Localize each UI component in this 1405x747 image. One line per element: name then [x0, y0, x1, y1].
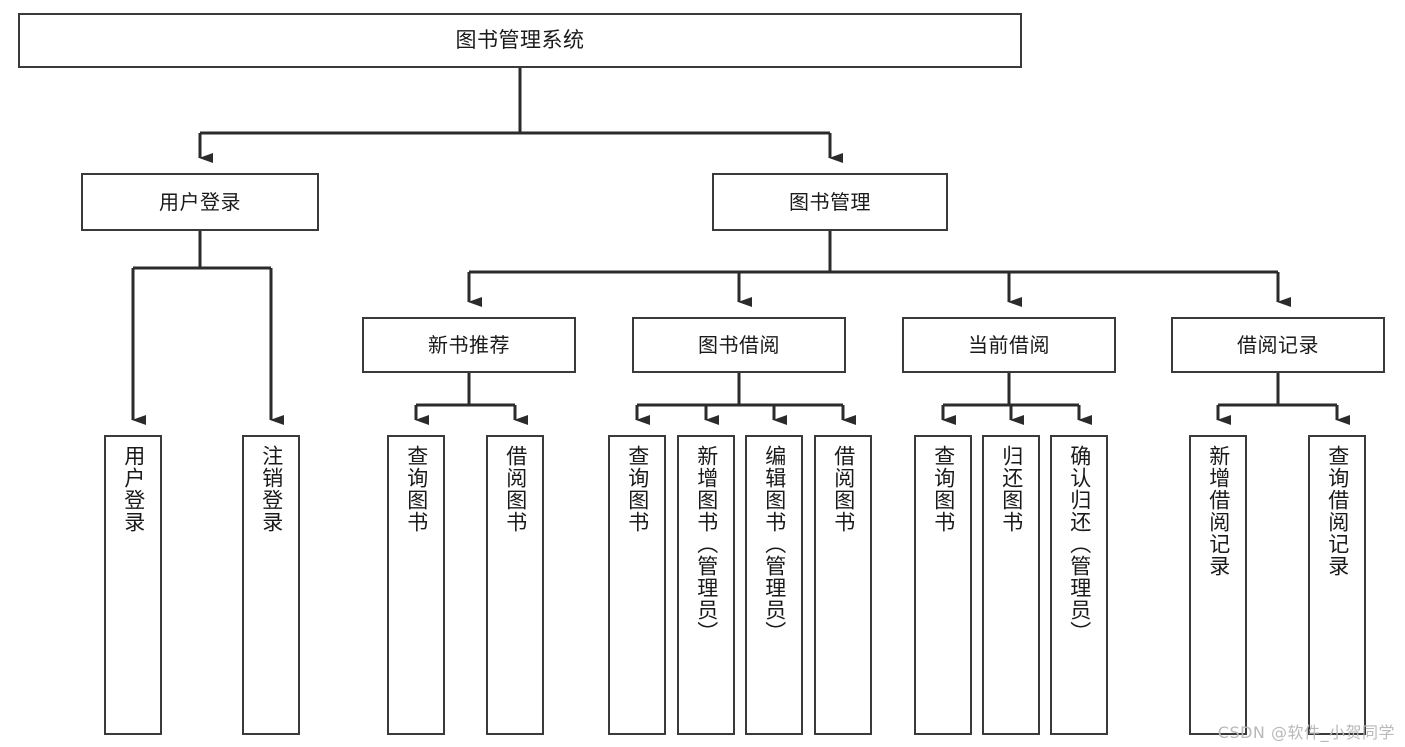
leaf-query-borrow-record[interactable]: 查询借阅记录 [1308, 435, 1366, 735]
leaf-add-borrow-record[interactable]: 新增借阅记录 [1189, 435, 1247, 735]
node-root-label: 图书管理系统 [455, 27, 585, 52]
leaf-label: 查询图书 [625, 445, 650, 533]
node-current-borrow[interactable]: 当前借阅 [902, 317, 1116, 373]
node-book-management[interactable]: 图书管理 [712, 173, 948, 231]
leaf-label: 用户登录 [121, 445, 146, 533]
leaf-label: 确认归还（管理员） [1067, 445, 1092, 643]
leaf-label: 新增图书（管理员） [694, 445, 719, 643]
leaf-label: 新增借阅记录 [1206, 445, 1231, 577]
node-new-book-recommend[interactable]: 新书推荐 [362, 317, 576, 373]
node-borrow-record[interactable]: 借阅记录 [1171, 317, 1385, 373]
leaf-label: 归还图书 [999, 445, 1024, 533]
node-borrow-record-label: 借阅记录 [1237, 333, 1319, 357]
leaf-label: 编辑图书（管理员） [762, 445, 787, 643]
leaf-return-book[interactable]: 归还图书 [982, 435, 1040, 735]
node-current-borrow-label: 当前借阅 [968, 333, 1050, 357]
leaf-label: 查询图书 [931, 445, 956, 533]
leaf-label: 注销登录 [259, 445, 284, 533]
watermark: CSDN @软件_小贺同学 [1217, 723, 1395, 742]
leaf-borrow-book-nbr[interactable]: 借阅图书 [486, 435, 544, 735]
node-user-login-label: 用户登录 [159, 190, 241, 214]
leaf-user-login[interactable]: 用户登录 [104, 435, 162, 735]
leaf-confirm-return-admin[interactable]: 确认归还（管理员） [1050, 435, 1108, 735]
leaf-edit-book-admin[interactable]: 编辑图书（管理员） [745, 435, 803, 735]
leaf-label: 查询图书 [404, 445, 429, 533]
leaf-label: 借阅图书 [831, 445, 856, 533]
leaf-query-book-cb[interactable]: 查询图书 [914, 435, 972, 735]
leaf-label: 查询借阅记录 [1325, 445, 1350, 577]
node-root[interactable]: 图书管理系统 [18, 13, 1022, 68]
leaf-query-book-bb[interactable]: 查询图书 [608, 435, 666, 735]
node-book-borrow[interactable]: 图书借阅 [632, 317, 846, 373]
leaf-borrow-book-bb[interactable]: 借阅图书 [814, 435, 872, 735]
leaf-label: 借阅图书 [503, 445, 528, 533]
node-book-borrow-label: 图书借阅 [698, 333, 780, 357]
node-new-book-recommend-label: 新书推荐 [428, 333, 510, 357]
node-book-management-label: 图书管理 [789, 190, 871, 214]
leaf-add-book-admin[interactable]: 新增图书（管理员） [677, 435, 735, 735]
leaf-query-book-nbr[interactable]: 查询图书 [387, 435, 445, 735]
node-user-login[interactable]: 用户登录 [81, 173, 319, 231]
leaf-logout-login[interactable]: 注销登录 [242, 435, 300, 735]
